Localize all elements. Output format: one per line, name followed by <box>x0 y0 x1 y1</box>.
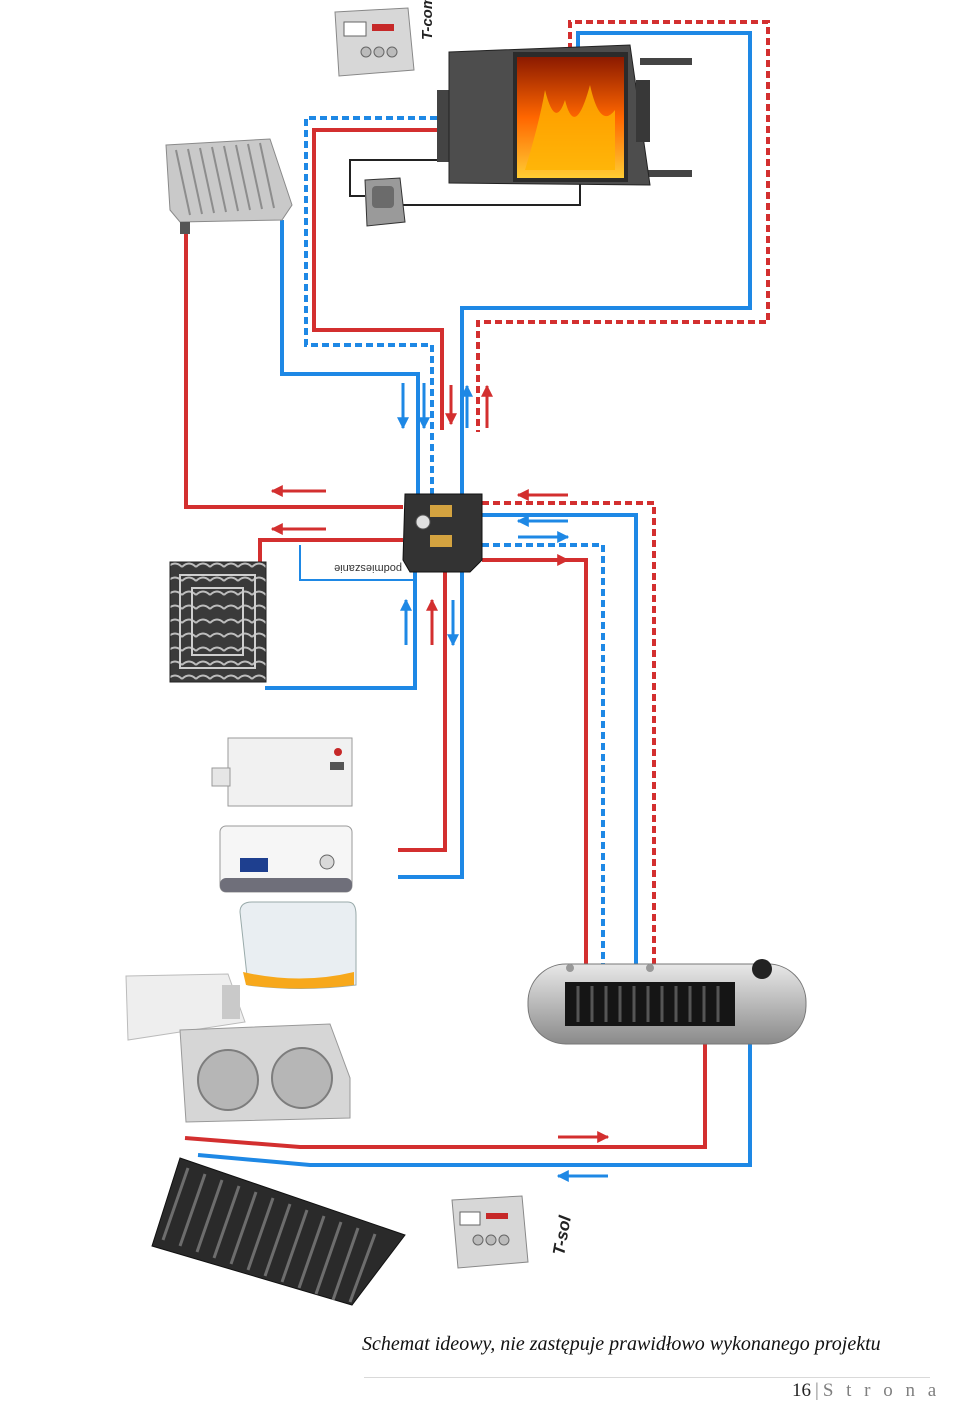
pipe-radiator-supply-red <box>184 225 403 509</box>
pipe-tank-red-dashed <box>482 501 656 966</box>
pipe-floor-supply-red <box>258 538 403 562</box>
pipe-boiler-return-blue <box>398 572 464 879</box>
pipes <box>184 20 770 1167</box>
pipe-fireplace-supply-red <box>476 20 770 432</box>
water-tank-icon <box>527 959 807 1045</box>
footer-page-word: S t r o n a <box>822 1380 941 1401</box>
diagram-caption: Schemat ideowy, nie zastępuje prawidłowo… <box>362 1333 881 1355</box>
solar-collector-icon <box>151 1157 406 1306</box>
pipe-floor-return-blue <box>265 570 417 690</box>
heat-pump-icon <box>125 973 351 1123</box>
pump-icon <box>364 177 406 227</box>
controller-icon <box>451 1195 529 1269</box>
page-number: 16 <box>792 1380 811 1401</box>
flow-arrows <box>270 383 610 1182</box>
floor-heating-icon <box>169 561 267 683</box>
electric-boiler-icon <box>219 825 353 893</box>
pipe-floor-mix <box>299 545 415 581</box>
gas-boiler-icon <box>211 737 353 807</box>
pipe-solar-supply-red <box>184 1040 707 1149</box>
pipe-fireplace-left-red <box>312 128 444 430</box>
pipe-fireplace-return-blue <box>460 31 752 500</box>
footer-separator: | <box>815 1380 819 1401</box>
label-underfloor: podmieszanie <box>334 562 402 574</box>
heating-system-diagram: T-com podmieszanie <box>125 0 807 1306</box>
pipe-fireplace-left-blue <box>304 116 437 500</box>
pipe-tank-red <box>482 558 588 966</box>
fireplace-icon <box>437 44 692 186</box>
page-footer: 16|S t r o n a <box>792 1380 940 1402</box>
radiator-icon <box>165 138 293 234</box>
wire-pump <box>349 159 581 206</box>
oil-boiler-icon <box>239 901 357 989</box>
pipe-tank-blue-dashed <box>482 543 605 966</box>
label-tcom: T-com <box>419 0 436 40</box>
pipe-tank-blue <box>482 513 638 966</box>
pipe-radiator-return-blue <box>280 220 420 500</box>
mixing-valve-icon <box>402 493 483 573</box>
pipe-solar-return-blue <box>197 1040 752 1167</box>
label-tsol: T-sol <box>549 1213 575 1257</box>
footer-divider <box>364 1377 930 1378</box>
controller-icon <box>334 7 415 77</box>
pipe-boiler-supply-red <box>398 572 447 852</box>
